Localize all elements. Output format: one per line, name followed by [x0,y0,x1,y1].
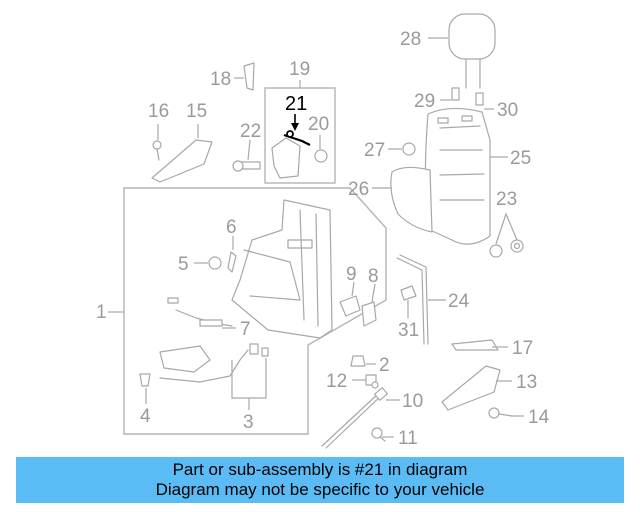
part-21-highlighted [283,130,311,146]
seat-back-pad-part [424,107,491,245]
mechanism-3-part [159,343,269,383]
part-label-7: 7 [240,319,251,340]
part-21-leader [291,114,299,131]
nut-5-part [208,256,222,270]
part-label-3: 3 [243,412,254,433]
clip-31-part [400,285,417,301]
part-label-30: 30 [497,100,518,121]
leader-lines [108,37,524,438]
clip-4-part [139,373,151,387]
parts-diagram: 28 29 30 27 25 26 23 18 19 21 16 15 22 2… [96,13,550,449]
part-label-31: 31 [398,320,419,341]
recliner-19-part [271,137,301,179]
cover-13-part [441,365,501,411]
screw-14-part [488,407,513,419]
headrest-part [448,13,496,89]
seat-back-cover-part [390,166,433,233]
part-label-13: 13 [516,372,537,393]
part-label-28: 28 [400,29,421,50]
fastener-23-parts [489,239,524,258]
clip-6-part [227,251,237,273]
screw-11-part [371,427,386,442]
part-label-8: 8 [368,266,379,287]
rail-24-part [396,254,429,345]
grommet-27-part [402,142,416,156]
part-label-12: 12 [326,371,347,392]
part-label-4: 4 [140,406,151,427]
part-label-2: 2 [379,355,390,376]
bracket-9-part [339,295,361,317]
part-label-9: 9 [346,264,357,285]
caption-line-2: Diagram may not be specific to your vehi… [155,480,485,499]
headrest-guide-parts [451,87,484,106]
part-label-25: 25 [510,148,531,169]
nut-2-part [350,355,366,367]
caption-line-1: Part or sub-assembly is #21 in diagram [172,460,468,479]
part-label-16: 16 [148,101,169,122]
part-label-6: 6 [226,217,237,238]
bolt-22-part [232,160,261,172]
cover-18-part [243,62,255,91]
part-label-24: 24 [448,291,470,312]
seat-frame-group-box [123,187,387,435]
part-label-26: 26 [348,179,369,200]
part-label-14: 14 [528,407,550,428]
part-label-21: 21 [285,93,307,115]
part-label-19: 19 [289,59,310,80]
nut-20-part [314,149,328,163]
part-label-18: 18 [210,69,231,90]
part-label-17: 17 [512,338,533,359]
part-label-10: 10 [402,391,423,412]
caption-banner: Part or sub-assembly is #21 in diagram D… [16,457,624,503]
part-label-1: 1 [96,302,107,323]
part-label-5: 5 [178,254,189,275]
cover-15-part [151,139,213,183]
part-label-27: 27 [364,140,385,161]
part-label-23: 23 [496,189,517,210]
bolt-12-part [365,374,379,389]
rod-10-part [321,387,389,449]
part-label-29: 29 [414,91,435,112]
part-label-22: 22 [240,121,261,142]
strip-17-part [451,339,499,351]
seat-frame-part [231,199,333,339]
part-label-20: 20 [308,114,329,135]
cable-7-part [167,297,233,327]
cover-8-part [361,301,377,327]
part-label-15: 15 [186,101,207,122]
part-label-11: 11 [398,428,418,449]
screw-16-part [152,140,162,161]
